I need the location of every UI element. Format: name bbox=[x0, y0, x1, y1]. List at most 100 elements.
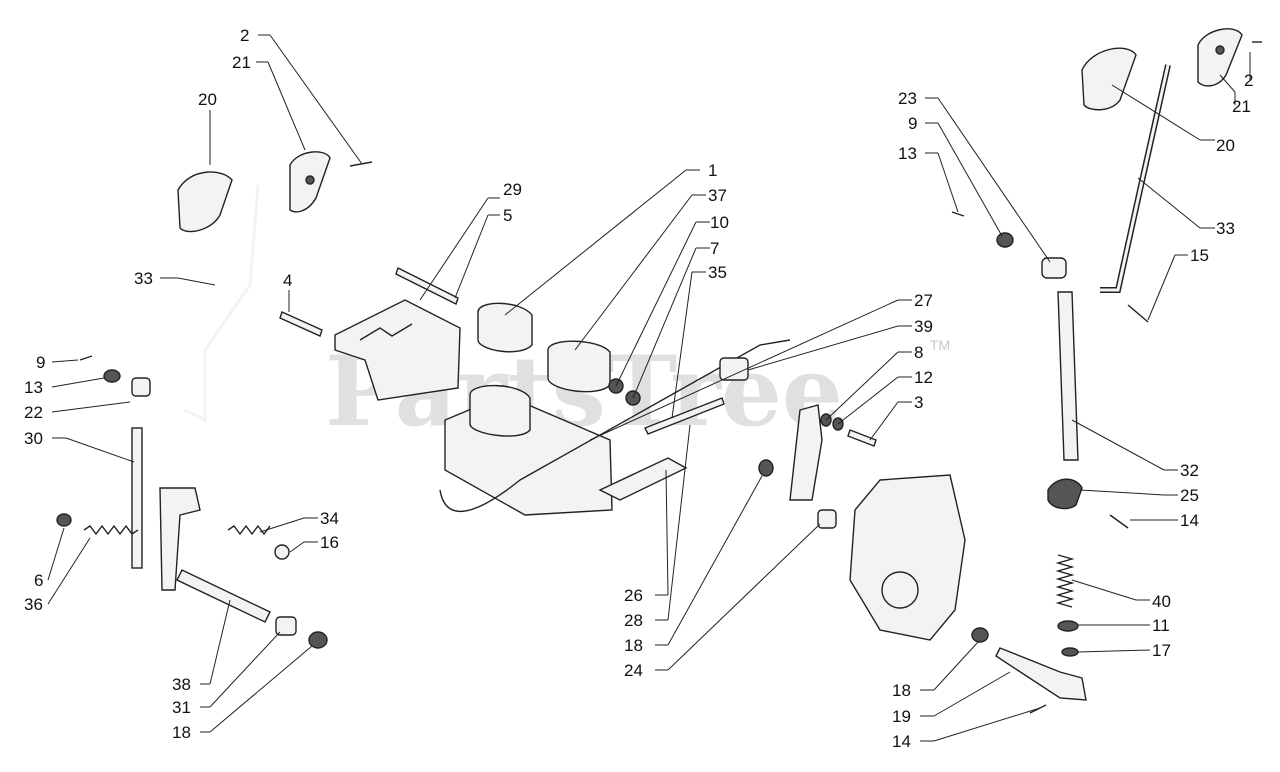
callout-10: 10 bbox=[710, 213, 729, 232]
right-knob bbox=[1197, 28, 1243, 87]
shift-gate-plate bbox=[334, 299, 461, 401]
left-bushing bbox=[275, 616, 297, 636]
threaded-rod-35 bbox=[644, 397, 725, 435]
callout-18-middle: 18 bbox=[624, 636, 643, 655]
callout-28: 28 bbox=[624, 611, 643, 630]
right-lever-rod-inner bbox=[1100, 64, 1170, 292]
left-grip bbox=[177, 171, 233, 233]
callout-15: 15 bbox=[1190, 246, 1209, 265]
watermark-tm: TM bbox=[930, 337, 950, 353]
right-grip bbox=[1081, 47, 1137, 111]
callout-9-left: 9 bbox=[36, 353, 45, 372]
callout-27: 27 bbox=[914, 291, 933, 310]
left-screw bbox=[349, 161, 373, 167]
roller-lower bbox=[469, 384, 531, 437]
callout-18-right: 18 bbox=[892, 681, 911, 700]
callout-33-right: 33 bbox=[1216, 219, 1235, 238]
callout-13-right: 13 bbox=[898, 144, 917, 163]
callout-32: 32 bbox=[1180, 461, 1199, 480]
left-knob-hole bbox=[305, 175, 315, 185]
left-washer-18 bbox=[308, 631, 328, 649]
right-pivot-23 bbox=[1041, 257, 1067, 279]
center-bolt-4 bbox=[279, 311, 323, 337]
callout-2-left: 2 bbox=[240, 26, 249, 45]
callout-labels: 2 21 20 33 4 29 5 1 37 10 7 35 27 39 8 1… bbox=[24, 26, 1253, 751]
transmission-housing bbox=[849, 474, 966, 641]
callout-36: 36 bbox=[24, 595, 43, 614]
callout-14-lower: 14 bbox=[892, 732, 911, 751]
callout-22: 22 bbox=[24, 403, 43, 422]
shift-arm-19 bbox=[995, 647, 1087, 701]
washer-18-right bbox=[971, 627, 989, 643]
screw-14a bbox=[1109, 514, 1129, 529]
left-lever-assembly bbox=[56, 151, 373, 649]
washer-11 bbox=[1057, 620, 1079, 632]
callout-18-left: 18 bbox=[172, 723, 191, 742]
right-pin bbox=[951, 211, 965, 217]
roller-37 bbox=[547, 340, 611, 393]
callout-6: 6 bbox=[34, 571, 43, 590]
knob-25 bbox=[1047, 478, 1083, 510]
callout-35: 35 bbox=[708, 263, 727, 282]
callout-30: 30 bbox=[24, 429, 43, 448]
callout-20-right: 20 bbox=[1216, 136, 1235, 155]
left-spring-36 bbox=[83, 524, 139, 536]
plate-26 bbox=[598, 457, 688, 501]
center-bolt-29 bbox=[395, 267, 459, 305]
left-washer bbox=[103, 369, 121, 383]
callout-11: 11 bbox=[1152, 616, 1170, 635]
left-lever-rod-inner bbox=[184, 184, 260, 423]
center-bracket-assembly bbox=[279, 267, 966, 641]
callout-23: 23 bbox=[898, 89, 917, 108]
bolt-3 bbox=[847, 429, 877, 447]
right-shaft-32 bbox=[1057, 291, 1079, 461]
callout-5: 5 bbox=[503, 206, 512, 225]
callout-25: 25 bbox=[1180, 486, 1199, 505]
roller-1 bbox=[477, 302, 533, 353]
callout-29: 29 bbox=[503, 180, 522, 199]
left-ball bbox=[274, 544, 290, 560]
block-39 bbox=[719, 357, 749, 381]
callout-26: 26 bbox=[624, 586, 643, 605]
callout-21-left: 21 bbox=[232, 53, 251, 72]
callout-16: 16 bbox=[320, 533, 339, 552]
spring-40 bbox=[1055, 554, 1075, 608]
left-nut bbox=[56, 513, 72, 527]
callout-31: 31 bbox=[172, 698, 191, 717]
callout-4: 4 bbox=[283, 271, 292, 290]
gate-slot bbox=[359, 323, 413, 341]
callout-40: 40 bbox=[1152, 592, 1171, 611]
callout-34: 34 bbox=[320, 509, 339, 528]
right-washer-13 bbox=[996, 232, 1014, 248]
callout-38: 38 bbox=[172, 675, 191, 694]
right-lever-assembly bbox=[951, 28, 1262, 714]
callout-14-upper: 14 bbox=[1180, 511, 1199, 530]
left-pivot bbox=[131, 377, 151, 397]
left-shaft bbox=[131, 427, 143, 569]
cable-27 bbox=[439, 339, 791, 513]
callout-24: 24 bbox=[624, 661, 643, 680]
callout-2-right: 2 bbox=[1244, 71, 1253, 90]
housing-bore bbox=[881, 571, 919, 609]
callout-12: 12 bbox=[914, 368, 933, 387]
callout-8: 8 bbox=[914, 343, 923, 362]
callout-20-left: 20 bbox=[198, 90, 217, 109]
callout-1: 1 bbox=[708, 161, 717, 180]
washer-18-mid bbox=[758, 459, 774, 477]
callout-17: 17 bbox=[1152, 641, 1171, 660]
leader-lines bbox=[47, 34, 1251, 742]
callout-37: 37 bbox=[708, 186, 727, 205]
callout-19: 19 bbox=[892, 707, 911, 726]
callout-7: 7 bbox=[710, 239, 719, 258]
callout-9-right: 9 bbox=[908, 114, 917, 133]
right-screw-15 bbox=[1127, 304, 1149, 323]
left-pin bbox=[79, 355, 93, 361]
callout-33-left: 33 bbox=[134, 269, 153, 288]
callout-39: 39 bbox=[914, 317, 933, 336]
callout-3: 3 bbox=[914, 393, 923, 412]
callout-21-right: 21 bbox=[1232, 97, 1251, 116]
left-cross-shaft bbox=[176, 569, 271, 623]
lever-24 bbox=[789, 404, 823, 501]
washer-17 bbox=[1061, 647, 1079, 657]
